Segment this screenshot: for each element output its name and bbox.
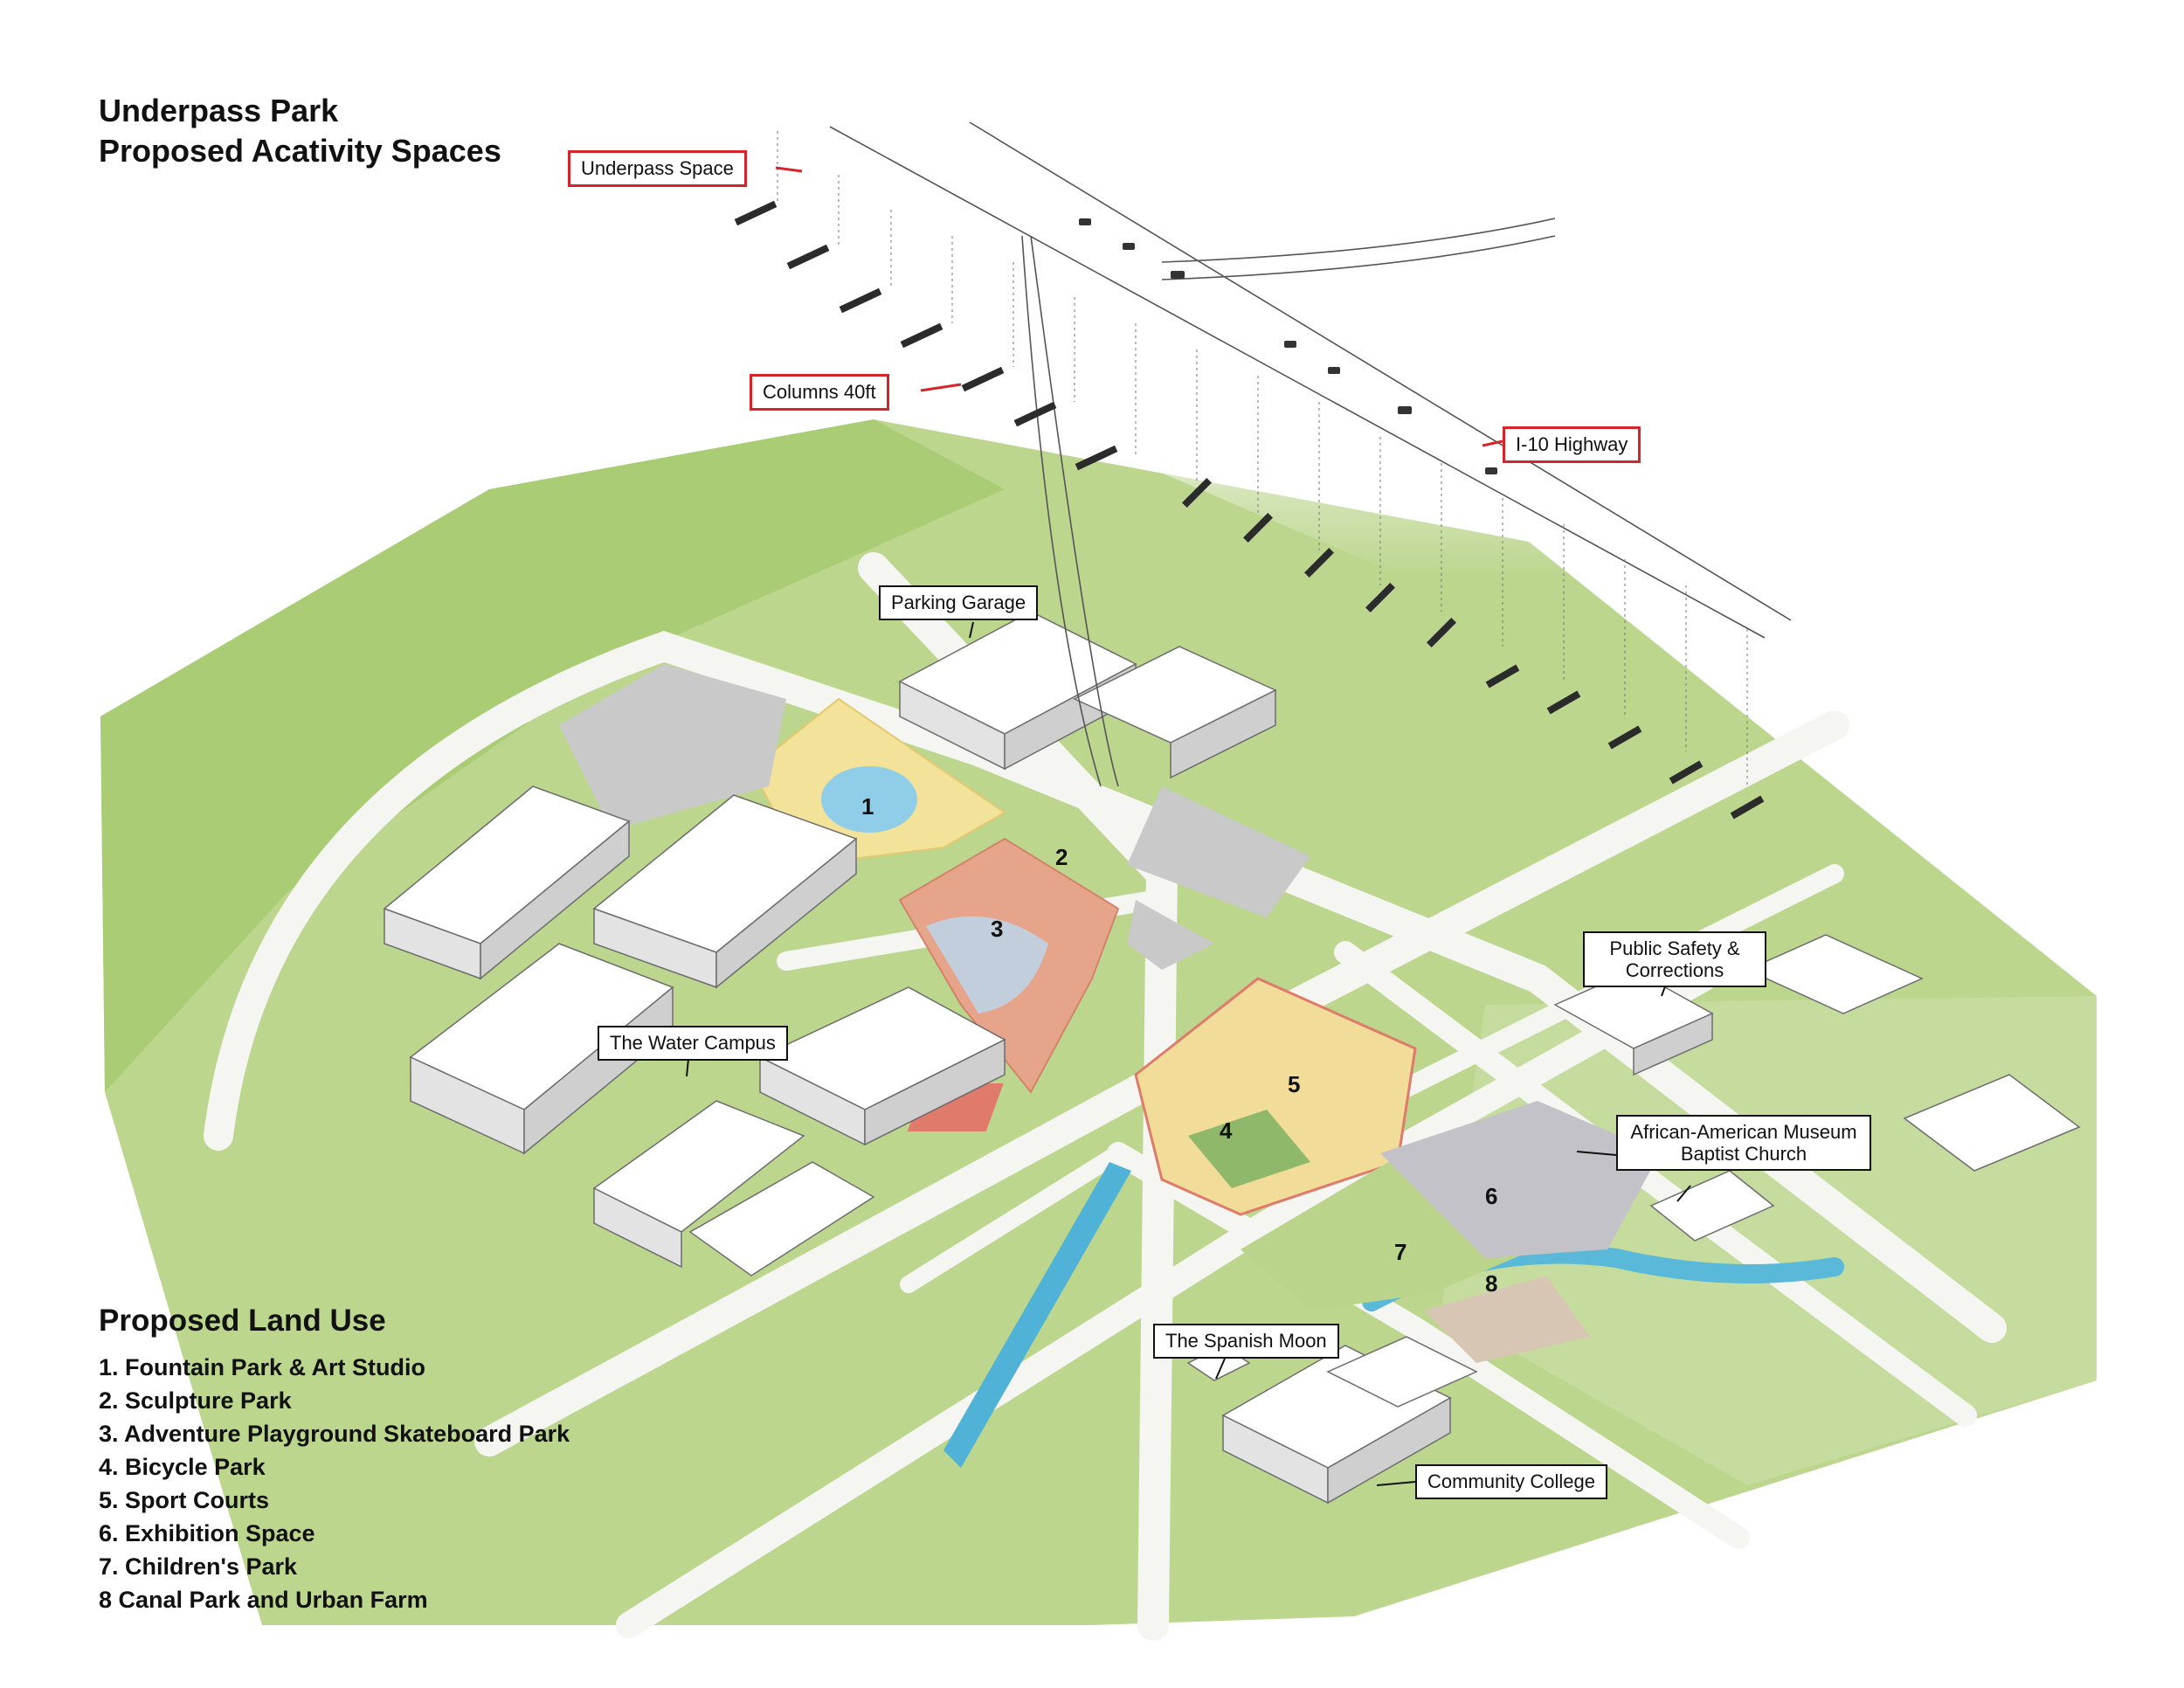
legend-item-5: 5. Sport Courts [99, 1487, 270, 1513]
zone-number-labels: 1 2 3 4 5 6 7 8 [861, 793, 1497, 1297]
column-caps [734, 200, 1765, 820]
highway-structure [829, 121, 1792, 787]
legend-item-6: 6. Exhibition Space [99, 1520, 315, 1546]
buildings [383, 611, 2081, 1505]
callout-underpass-space: Underpass Space [568, 150, 747, 187]
callout-museum-church: African-American Museum Baptist Church [1616, 1115, 1871, 1171]
callout-columns: Columns 40ft [750, 374, 889, 411]
legend-heading: Proposed Land Use [99, 1304, 386, 1338]
zone-number-7: 7 [1394, 1239, 1406, 1265]
title-line-2: Proposed Acativity Spaces [99, 133, 501, 169]
parking-lots [559, 664, 1310, 970]
callout-i10-highway: I-10 Highway [1503, 426, 1641, 463]
title-line-1: Underpass Park [99, 93, 339, 128]
zone-number-2: 2 [1055, 844, 1068, 870]
legend-item-7: 7. Children's Park [99, 1553, 298, 1580]
highway-pylons [777, 131, 1748, 786]
callout-water-campus: The Water Campus [598, 1026, 788, 1061]
land-use-legend: Proposed Land Use 1. Fountain Park & Art… [99, 1304, 570, 1616]
callout-parking-garage: Parking Garage [879, 585, 1039, 620]
zone-number-6: 6 [1485, 1183, 1497, 1209]
highway-vehicles [1079, 218, 1497, 474]
zone-number-4: 4 [1220, 1117, 1233, 1144]
legend-item-1: 1. Fountain Park & Art Studio [99, 1354, 426, 1380]
legend-item-2: 2. Sculpture Park [99, 1387, 292, 1414]
legend-list: 1. Fountain Park & Art Studio 2. Sculptu… [99, 1351, 570, 1616]
legend-item-3: 3. Adventure Playground Skateboard Park [99, 1421, 570, 1447]
zone-number-1: 1 [861, 793, 874, 820]
legend-item-4: 4. Bicycle Park [99, 1454, 266, 1480]
page-title: Underpass Park Proposed Acativity Spaces [99, 91, 501, 171]
park-zones [750, 697, 1660, 1363]
callout-public-safety: Public Safety & Corrections [1583, 931, 1766, 987]
zone-number-3: 3 [991, 916, 1003, 942]
callout-community-college: Community College [1415, 1464, 1607, 1499]
red-callout-pointers [775, 166, 1503, 447]
zone-number-8: 8 [1485, 1270, 1497, 1297]
callout-spanish-moon: The Spanish Moon [1153, 1324, 1339, 1359]
legend-item-8: 8 Canal Park and Urban Farm [99, 1587, 428, 1613]
zone-number-5: 5 [1288, 1071, 1300, 1097]
